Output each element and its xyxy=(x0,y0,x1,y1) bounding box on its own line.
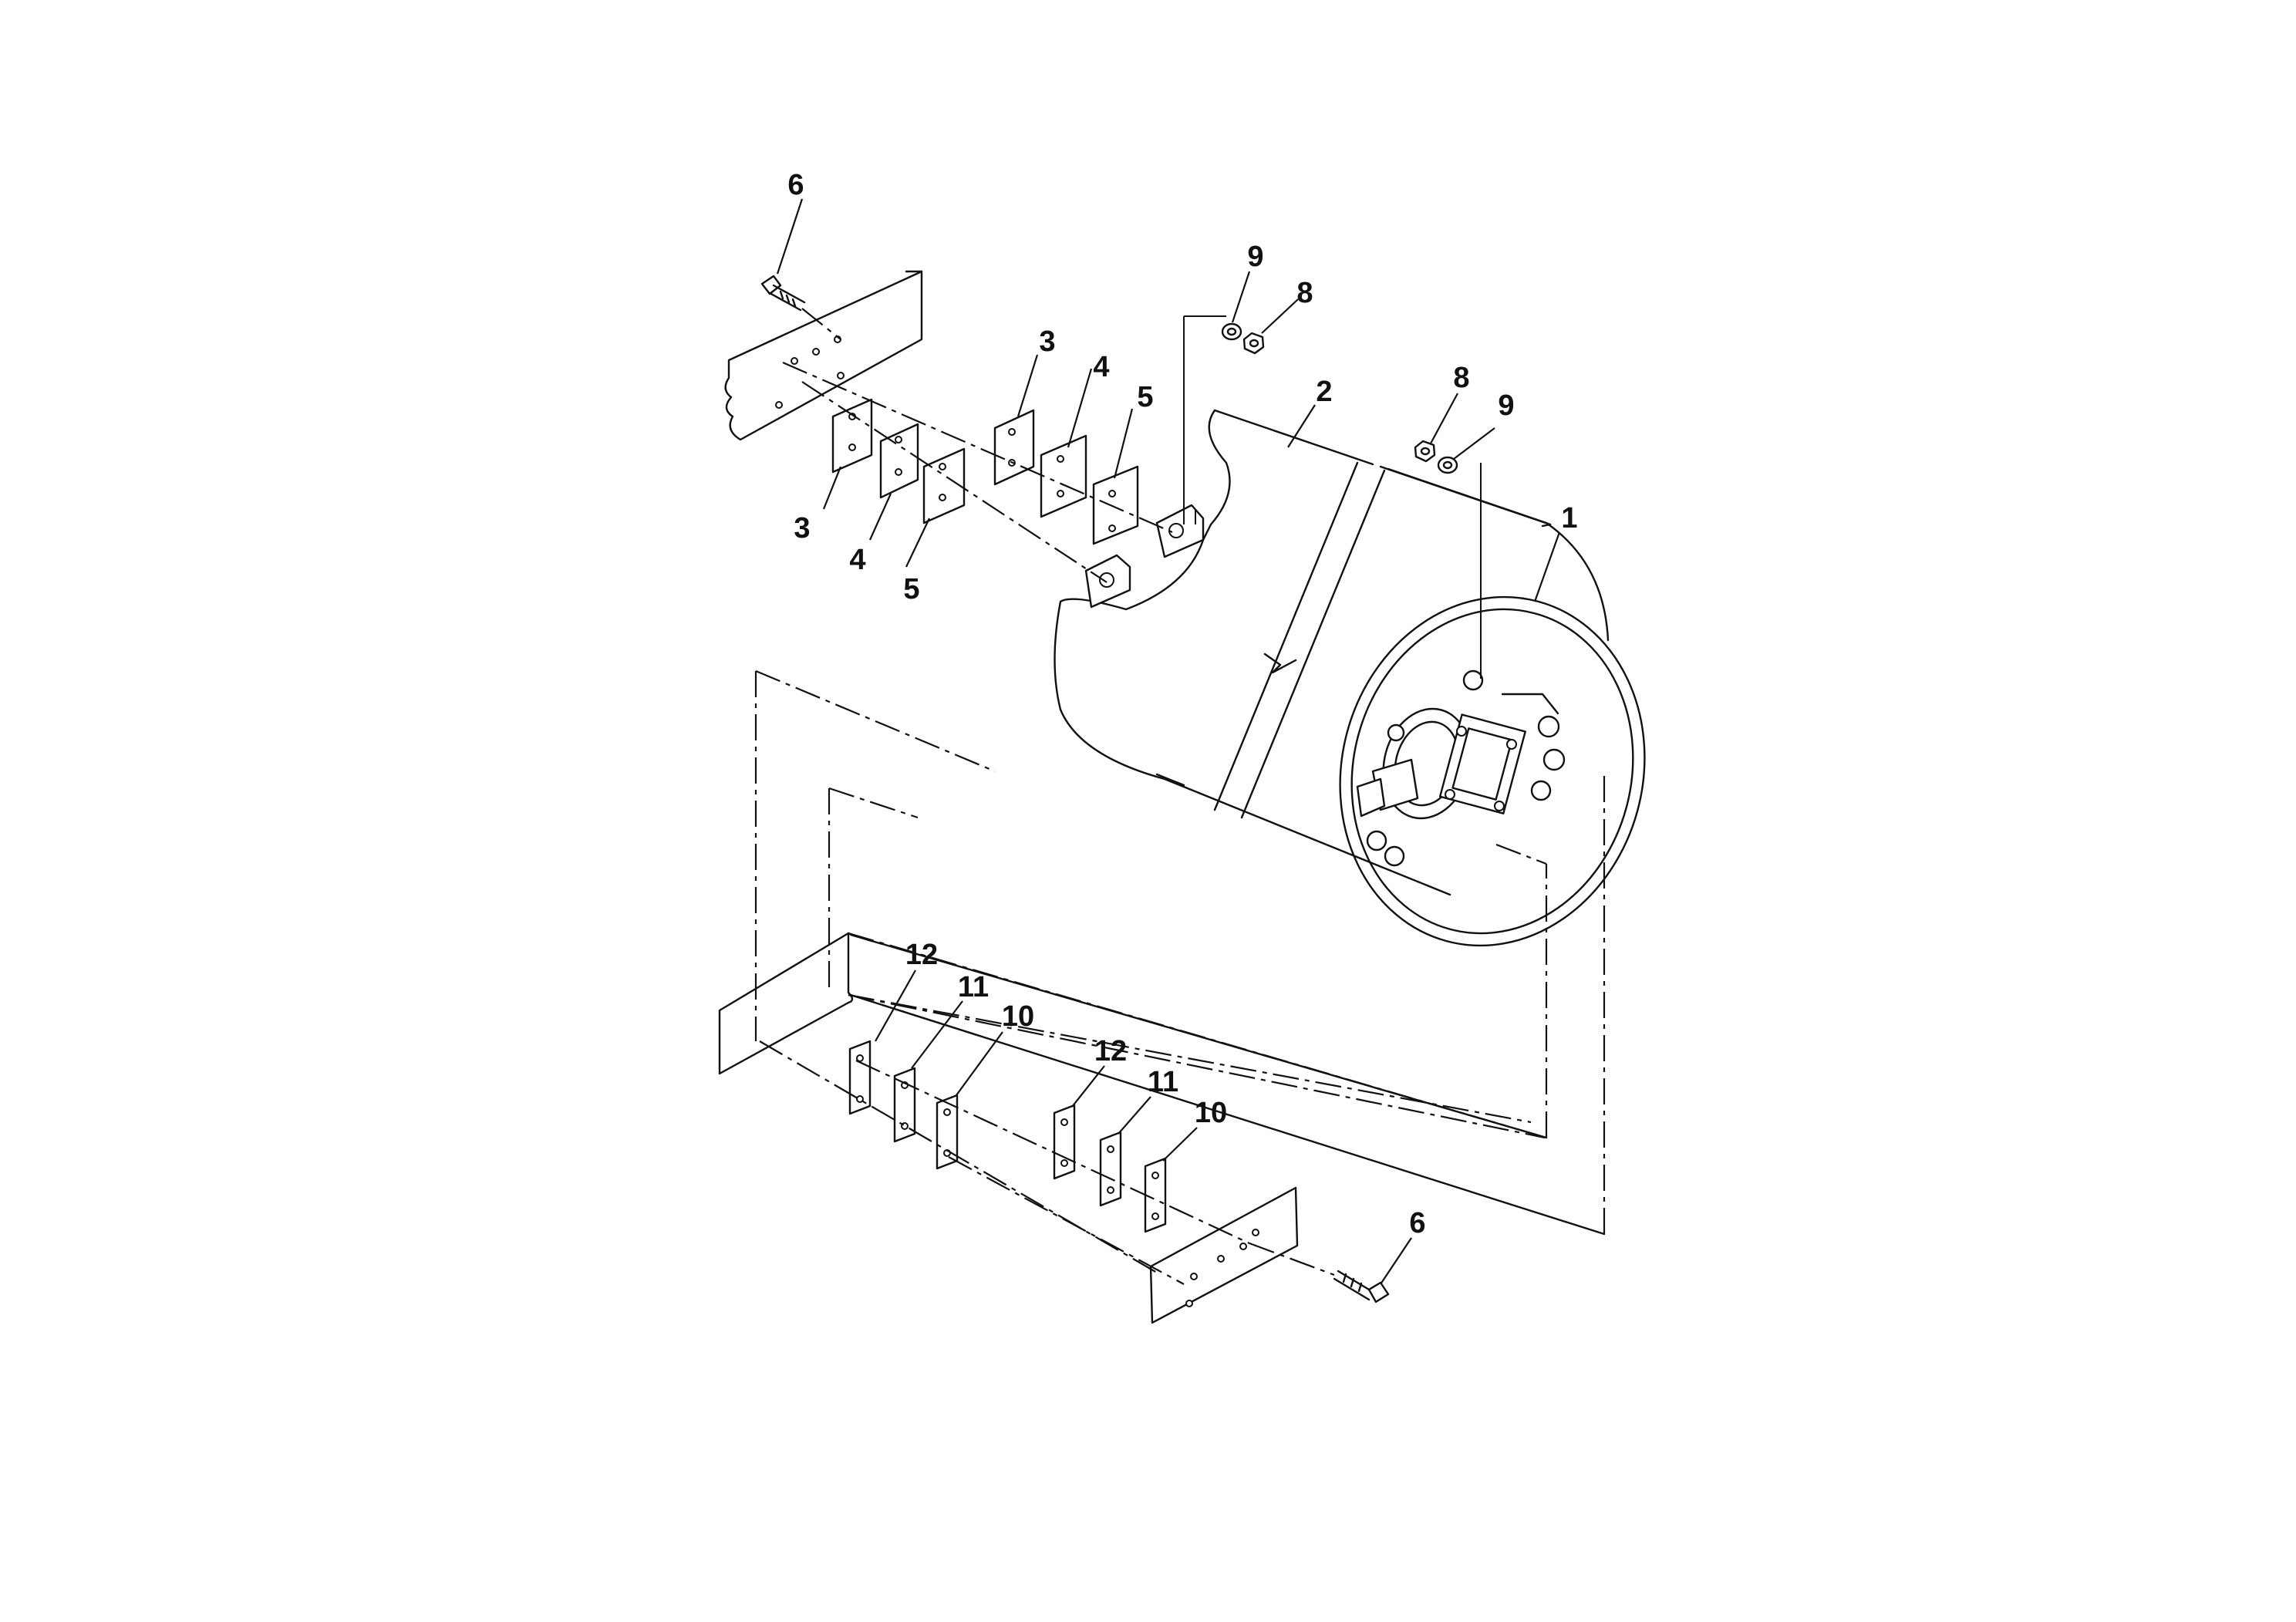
lower-shims-left xyxy=(848,1040,959,1170)
leader-lines xyxy=(776,198,1561,1285)
upper-shims-left xyxy=(831,398,966,524)
upper-nut-washer-right xyxy=(1414,440,1458,474)
drive-hub-assembly xyxy=(1356,669,1566,867)
callout-5-right: 5 xyxy=(1137,381,1153,413)
callout-9-right: 9 xyxy=(1498,389,1514,422)
upper-brackets xyxy=(1084,504,1205,609)
bolt-lower xyxy=(1333,1270,1390,1303)
callout-10-left: 10 xyxy=(1002,1000,1034,1033)
drum-shell xyxy=(1054,409,1646,947)
callout-12-right: 12 xyxy=(1094,1035,1127,1067)
bolt-upper xyxy=(760,275,806,312)
callout-3-left: 3 xyxy=(794,512,810,545)
callout-12-left: 12 xyxy=(905,939,938,971)
callout-5-left: 5 xyxy=(903,573,919,605)
callout-8-right: 8 xyxy=(1453,362,1469,394)
callout-4-left: 4 xyxy=(849,544,865,576)
upper-nut-washer-left xyxy=(1221,322,1265,355)
callout-11-right: 11 xyxy=(1148,1066,1178,1098)
callout-10-right: 10 xyxy=(1195,1097,1227,1129)
callout-3-right: 3 xyxy=(1039,325,1055,358)
lower-shims-right xyxy=(1053,1104,1167,1233)
callout-8-upper: 8 xyxy=(1296,277,1313,309)
callout-labels: 6 9 8 2 8 9 1 3 4 5 3 4 5 12 11 10 12 11… xyxy=(787,169,1577,1239)
assembly-centerlines xyxy=(754,308,1606,1285)
callout-1: 1 xyxy=(1561,502,1577,534)
callout-11-left: 11 xyxy=(958,971,989,1003)
callout-2: 2 xyxy=(1316,376,1332,408)
callout-9-upper: 9 xyxy=(1247,241,1263,273)
lower-scraper-bar-right xyxy=(1149,1186,1299,1324)
callout-6-upper: 6 xyxy=(787,169,804,201)
callout-4-right: 4 xyxy=(1093,351,1109,383)
upper-shims-right xyxy=(993,409,1139,545)
upper-scraper-bar xyxy=(724,270,923,441)
lower-scraper-bar-left xyxy=(718,932,873,1075)
callout-6-lower: 6 xyxy=(1409,1207,1425,1239)
